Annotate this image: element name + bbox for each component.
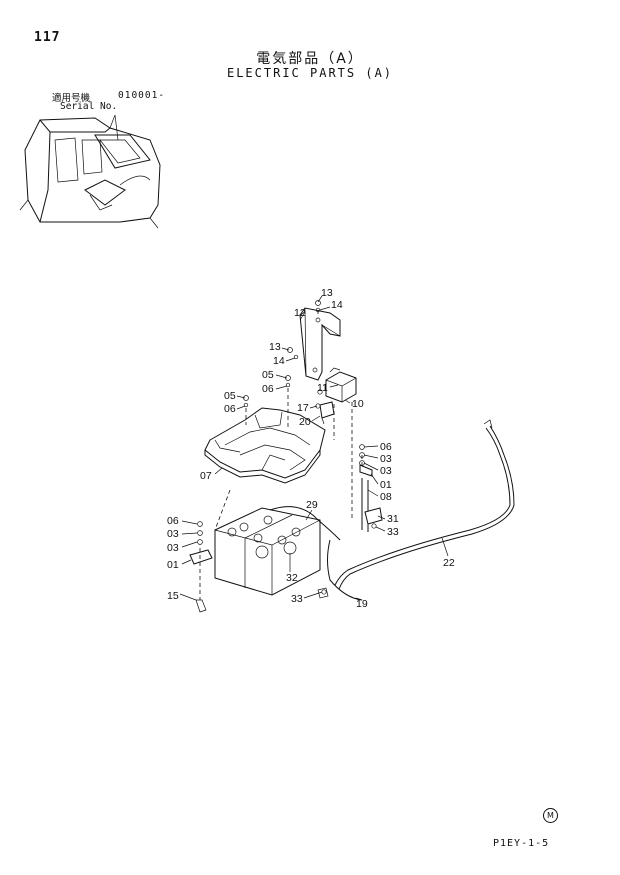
callout-11: 11	[317, 382, 328, 394]
part-08-rod	[359, 464, 383, 532]
page-title-english: ELECTRIC PARTS (A)	[226, 66, 394, 80]
callout-03: 03	[167, 528, 179, 540]
callout-20: 20	[299, 416, 311, 428]
part-22-cable	[334, 419, 515, 590]
callout-15: 15	[167, 590, 179, 602]
callout-06: 06	[167, 515, 179, 527]
callout-14: 14	[331, 299, 343, 311]
callout-22: 22	[443, 557, 455, 569]
callout-33: 33	[387, 526, 399, 538]
callout-03: 03	[167, 542, 179, 554]
callout-13: 13	[269, 341, 281, 353]
part-20-clip	[319, 401, 335, 425]
callout-03: 03	[380, 453, 392, 465]
callout-10: 10	[352, 398, 364, 410]
serial-label-japanese: 適用号機	[52, 93, 91, 104]
serial-label-english: Serial No.	[60, 101, 118, 112]
footer-reference-code: P1EY-1-5	[493, 838, 550, 849]
excavator-thumbnail	[19, 114, 161, 229]
callout-01: 01	[167, 559, 179, 571]
part-07-floor-plate	[204, 407, 326, 484]
part-12-bracket	[299, 307, 341, 381]
callout-32: 32	[286, 572, 298, 584]
callout-leaders	[179, 295, 449, 601]
callout-03: 03	[380, 465, 392, 477]
part-10-relay	[325, 367, 357, 403]
callout-14: 14	[273, 355, 285, 367]
callout-05: 05	[262, 369, 274, 381]
callout-labels: 13 14 12 13 14 05 06 11 05 06 10 17 20 0…	[167, 287, 455, 610]
page-title-japanese: 電気部品（A）	[256, 51, 364, 67]
callout-31: 31	[387, 513, 399, 525]
callout-12: 12	[294, 307, 306, 319]
callout-08: 08	[380, 491, 392, 503]
callout-06: 06	[262, 383, 274, 395]
callout-19: 19	[356, 598, 368, 610]
callout-17: 17	[297, 402, 309, 414]
callout-06: 06	[380, 441, 392, 453]
callout-07: 07	[200, 470, 212, 482]
part-19-cable	[317, 539, 363, 601]
page-number: 117	[34, 30, 61, 45]
part-01-holder-left	[189, 549, 213, 613]
assembly-guide-lines	[199, 310, 363, 600]
callout-05: 05	[224, 390, 236, 402]
callout-06: 06	[224, 403, 236, 415]
serial-number: 010001-	[118, 90, 166, 101]
callout-29: 29	[306, 499, 318, 511]
circled-m-mark: M	[543, 808, 558, 823]
callout-01: 01	[380, 479, 392, 491]
callout-33: 33	[291, 593, 303, 605]
callout-13: 13	[321, 287, 333, 299]
battery-pair	[214, 506, 341, 596]
